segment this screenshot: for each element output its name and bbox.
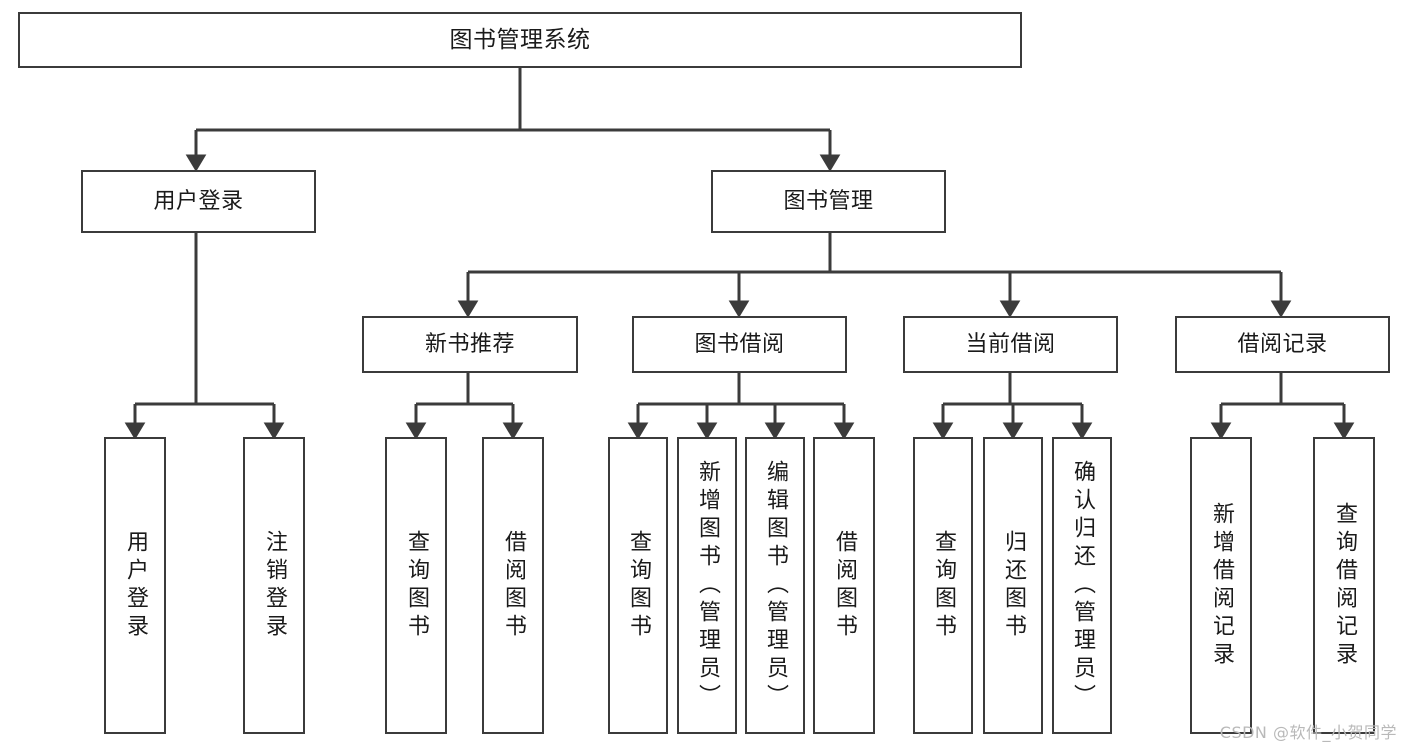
node-leaf-query-record[interactable]: 查询借阅记录 xyxy=(1313,437,1375,734)
node-book-manage-label: 图书管理 xyxy=(783,188,874,214)
csdn-watermark: CSDN @软件_小贺同学 xyxy=(1219,723,1397,742)
node-leaf-confirm-return[interactable]: 确认归还（管理员） xyxy=(1052,437,1112,734)
node-leaf-user-logout-label: 注销登录 xyxy=(262,529,287,642)
node-leaf-user-login-label: 用户登录 xyxy=(123,529,148,642)
node-leaf-add-book-label: 新增图书（管理员） xyxy=(695,459,720,712)
node-leaf-add-record[interactable]: 新增借阅记录 xyxy=(1190,437,1252,734)
node-leaf-edit-book[interactable]: 编辑图书（管理员） xyxy=(745,437,805,734)
node-leaf-query-book-1[interactable]: 查询图书 xyxy=(385,437,447,734)
node-book-manage[interactable]: 图书管理 xyxy=(711,170,946,233)
node-root-label: 图书管理系统 xyxy=(449,26,591,53)
node-current-borrow[interactable]: 当前借阅 xyxy=(903,316,1118,373)
node-user-login-label: 用户登录 xyxy=(153,188,244,214)
node-leaf-query-book-2-label: 查询图书 xyxy=(626,529,651,642)
node-leaf-borrow-book-2-label: 借阅图书 xyxy=(832,529,857,642)
node-leaf-query-book-3-label: 查询图书 xyxy=(931,529,956,642)
node-leaf-query-book-1-label: 查询图书 xyxy=(404,529,429,642)
node-root[interactable]: 图书管理系统 xyxy=(18,12,1022,68)
node-leaf-user-logout[interactable]: 注销登录 xyxy=(243,437,305,734)
node-leaf-query-record-label: 查询借阅记录 xyxy=(1332,501,1357,670)
node-borrow-record-label: 借阅记录 xyxy=(1237,331,1328,357)
node-leaf-query-book-3[interactable]: 查询图书 xyxy=(913,437,973,734)
node-leaf-edit-book-label: 编辑图书（管理员） xyxy=(763,459,788,712)
node-current-borrow-label: 当前借阅 xyxy=(965,331,1056,357)
node-new-book-recommend[interactable]: 新书推荐 xyxy=(362,316,578,373)
node-leaf-return-book[interactable]: 归还图书 xyxy=(983,437,1043,734)
node-book-borrow-label: 图书借阅 xyxy=(694,331,785,357)
node-leaf-confirm-return-label: 确认归还（管理员） xyxy=(1070,459,1095,712)
node-user-login[interactable]: 用户登录 xyxy=(81,170,316,233)
node-borrow-record[interactable]: 借阅记录 xyxy=(1175,316,1390,373)
node-leaf-return-book-label: 归还图书 xyxy=(1001,529,1026,642)
node-leaf-add-record-label: 新增借阅记录 xyxy=(1209,501,1234,670)
node-book-borrow[interactable]: 图书借阅 xyxy=(632,316,847,373)
node-leaf-add-book[interactable]: 新增图书（管理员） xyxy=(677,437,737,734)
node-leaf-user-login[interactable]: 用户登录 xyxy=(104,437,166,734)
node-leaf-borrow-book-2[interactable]: 借阅图书 xyxy=(813,437,875,734)
node-leaf-query-book-2[interactable]: 查询图书 xyxy=(608,437,668,734)
node-new-book-recommend-label: 新书推荐 xyxy=(424,331,515,357)
node-leaf-borrow-book-1-label: 借阅图书 xyxy=(501,529,526,642)
node-leaf-borrow-book-1[interactable]: 借阅图书 xyxy=(482,437,544,734)
